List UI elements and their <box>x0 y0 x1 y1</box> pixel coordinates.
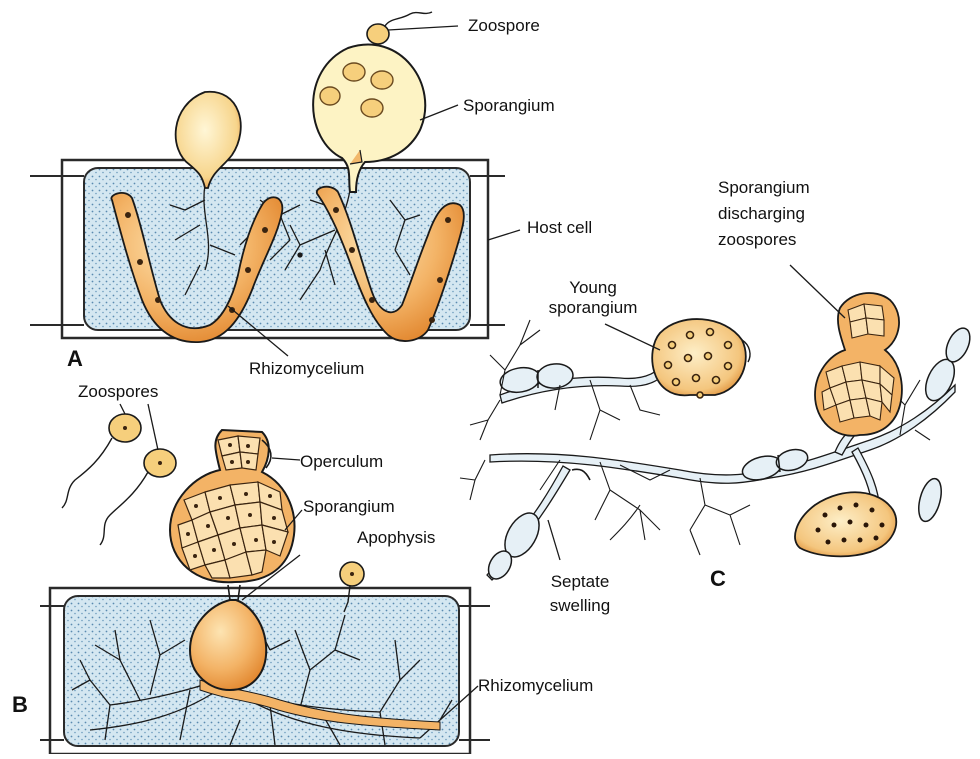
panel-label-b: B <box>12 692 28 718</box>
label-discharging-line3: zoospores <box>718 230 796 250</box>
panel-b-sporangium <box>170 430 294 582</box>
panel-label-a: A <box>67 346 83 372</box>
label-sporangium-b: Sporangium <box>303 497 395 517</box>
label-host-cell: Host cell <box>527 218 592 238</box>
panel-c-young-sporangium <box>652 319 750 398</box>
label-septate-line1: Septate <box>540 572 620 592</box>
label-young-sporangium-line2: sporangium <box>543 298 643 318</box>
label-septate-line2: swelling <box>540 596 620 616</box>
panel-c-discharging-sporangium <box>815 293 902 436</box>
panel-c-mature-sporangium <box>795 492 896 556</box>
label-rhizomycelium-a: Rhizomycelium <box>249 359 364 379</box>
label-apophysis: Apophysis <box>357 528 435 548</box>
label-zoospore: Zoospore <box>468 16 540 36</box>
label-rhizomycelium-b: Rhizomycelium <box>478 676 593 696</box>
label-discharging-line1: Sporangium <box>718 178 810 198</box>
label-sporangium-a: Sporangium <box>463 96 555 116</box>
label-zoospores-b: Zoospores <box>78 382 158 402</box>
label-young-sporangium-line1: Young <box>553 278 633 298</box>
label-discharging-line2: discharging <box>718 204 805 224</box>
panel-b-zoospores <box>62 414 176 545</box>
panel-label-c: C <box>710 566 726 592</box>
label-operculum: Operculum <box>300 452 383 472</box>
